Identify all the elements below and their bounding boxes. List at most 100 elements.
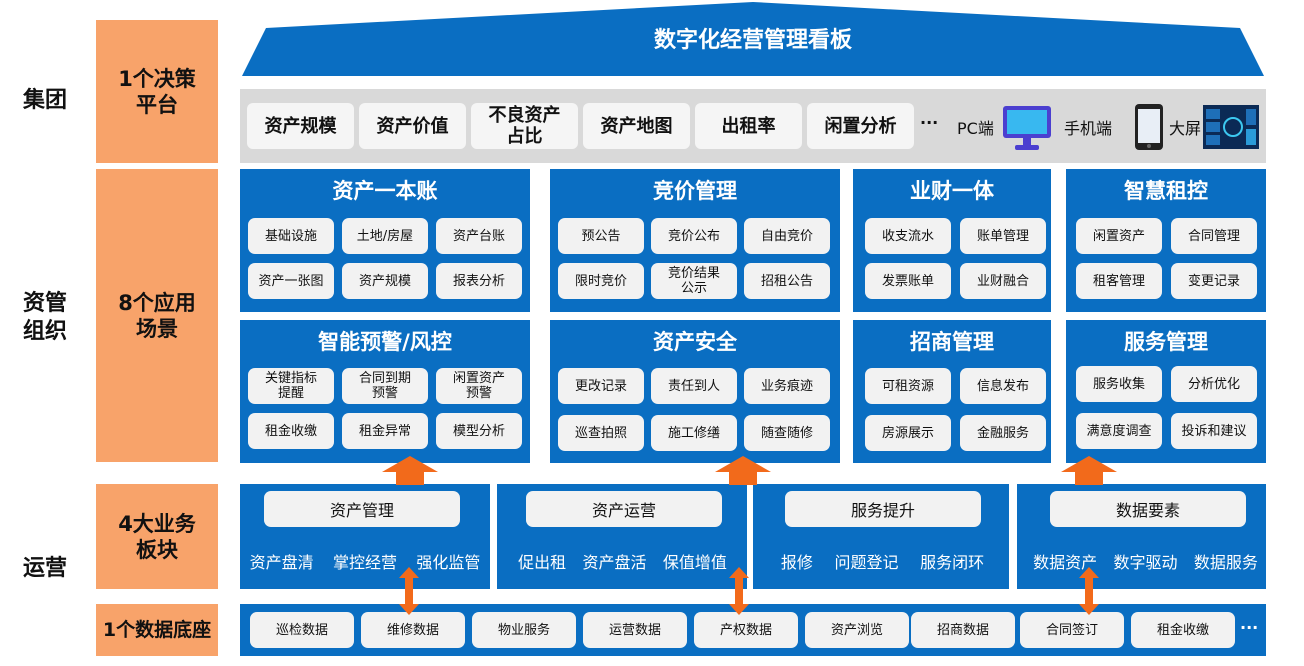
- scene-item[interactable]: 资产规模: [342, 263, 428, 299]
- dashboard-item[interactable]: 资产规模: [247, 103, 354, 149]
- scene-item[interactable]: 自由竞价: [744, 218, 830, 254]
- business-item: 资产盘活: [582, 553, 647, 572]
- business-title[interactable]: 数据要素: [1050, 491, 1246, 527]
- page-title: 数字化经营管理看板: [653, 28, 852, 53]
- scene-item[interactable]: 闲置资产 预警: [436, 368, 522, 404]
- phone-icon: [1135, 104, 1163, 150]
- scene-item[interactable]: 租金收缴: [248, 413, 334, 449]
- business-item: 问题登记: [834, 553, 899, 572]
- up-arrow-icon: [382, 456, 438, 485]
- scene-title: 智慧租控: [1124, 179, 1208, 203]
- scene-item[interactable]: 发票账单: [865, 263, 951, 299]
- business-item: 强化监管: [416, 553, 481, 572]
- side-data-base: 1个数据底座: [96, 604, 218, 656]
- business-items: 资产盘清 掌控经营 强化监管: [240, 549, 490, 573]
- business-items: 报修 问题登记 服务闭环: [770, 549, 995, 573]
- level-label-asset-org: 资管 组织: [22, 291, 67, 344]
- business-title[interactable]: 资产运营: [526, 491, 722, 527]
- double-arrow-icon: [1079, 567, 1099, 615]
- side-decision-platform: 1个决策 平台: [96, 20, 218, 163]
- scene-item[interactable]: 投诉和建议: [1171, 413, 1257, 449]
- monitor-icon: [1003, 106, 1051, 150]
- scene-item[interactable]: 关键指标 提醒: [248, 368, 334, 404]
- scene-item[interactable]: 合同管理: [1171, 218, 1257, 254]
- scene-item[interactable]: 收支流水: [865, 218, 951, 254]
- scene-item[interactable]: 租客管理: [1076, 263, 1162, 299]
- up-arrow-icon: [1061, 456, 1117, 485]
- scene-item[interactable]: 随查随修: [744, 415, 830, 451]
- scene-title: 服务管理: [1124, 330, 1208, 354]
- side-application-scenes: 8个应用 场景: [96, 169, 218, 462]
- data-item[interactable]: 巡检数据: [250, 612, 354, 648]
- mobile-label: 手机端: [1064, 119, 1113, 138]
- business-item: 数据资产: [1033, 553, 1098, 572]
- scene-item[interactable]: 报表分析: [436, 263, 522, 299]
- business-item: 资产盘清: [249, 553, 314, 572]
- data-item[interactable]: 物业服务: [472, 612, 576, 648]
- scene-item[interactable]: 资产一张图: [248, 263, 334, 299]
- header-roof: [242, 2, 1264, 76]
- scene-item[interactable]: 招租公告: [744, 263, 830, 299]
- scene-item[interactable]: 租金异常: [342, 413, 428, 449]
- scene-item[interactable]: 限时竞价: [558, 263, 644, 299]
- scene-item[interactable]: 更改记录: [558, 368, 644, 404]
- dashboard-ellipsis: ···: [920, 113, 939, 132]
- data-item[interactable]: 运营数据: [583, 612, 687, 648]
- scene-item[interactable]: 闲置资产: [1076, 218, 1162, 254]
- data-item[interactable]: 租金收缴: [1131, 612, 1235, 648]
- data-item[interactable]: 产权数据: [694, 612, 798, 648]
- data-item[interactable]: 资产浏览: [805, 612, 909, 648]
- roof-shape: [242, 2, 1264, 76]
- business-item: 数据服务: [1193, 553, 1258, 572]
- scene-item[interactable]: 责任到人: [651, 368, 737, 404]
- dashboard-item[interactable]: 资产价值: [359, 103, 466, 149]
- scene-item[interactable]: 基础设施: [248, 218, 334, 254]
- scene-title: 竞价管理: [653, 179, 737, 203]
- bigscreen-dashboard-icon: [1203, 105, 1259, 149]
- scene-title: 资产安全: [653, 330, 737, 354]
- business-title[interactable]: 服务提升: [785, 491, 981, 527]
- scene-item[interactable]: 竞价结果 公示: [651, 263, 737, 299]
- business-item: 服务闭环: [920, 553, 985, 572]
- scene-item[interactable]: 房源展示: [865, 415, 951, 451]
- scene-item[interactable]: 可租资源: [865, 368, 951, 404]
- business-title[interactable]: 资产管理: [264, 491, 460, 527]
- scene-item[interactable]: 业财融合: [960, 263, 1046, 299]
- scene-item[interactable]: 分析优化: [1171, 366, 1257, 402]
- scene-item[interactable]: 业务痕迹: [744, 368, 830, 404]
- scene-item[interactable]: 资产台账: [436, 218, 522, 254]
- bigscreen-label: 大屏: [1169, 119, 1202, 138]
- dashboard-item[interactable]: 闲置分析: [807, 103, 914, 149]
- business-item: 保值增值: [662, 553, 727, 572]
- scene-item[interactable]: 竞价公布: [651, 218, 737, 254]
- data-item[interactable]: 维修数据: [361, 612, 465, 648]
- business-item: 促出租: [518, 553, 567, 572]
- scene-title: 智能预警/风控: [318, 330, 452, 354]
- scene-item[interactable]: 巡查拍照: [558, 415, 644, 451]
- scene-item[interactable]: 合同到期 预警: [342, 368, 428, 404]
- scene-item[interactable]: 模型分析: [436, 413, 522, 449]
- pc-label: PC端: [957, 119, 994, 138]
- scene-item[interactable]: 信息发布: [960, 368, 1046, 404]
- scene-title: 业财一体: [910, 179, 994, 203]
- scene-item[interactable]: 金融服务: [960, 415, 1046, 451]
- business-item: 报修: [780, 553, 813, 572]
- side-business-segments: 4大业务 板块: [96, 484, 218, 589]
- scene-title: 招商管理: [910, 330, 994, 354]
- up-arrow-icon: [715, 456, 771, 485]
- scene-item[interactable]: 服务收集: [1076, 366, 1162, 402]
- scene-item[interactable]: 土地/房屋: [342, 218, 428, 254]
- dashboard-item[interactable]: 不良资产 占比: [471, 103, 578, 149]
- dashboard-item[interactable]: 资产地图: [583, 103, 690, 149]
- scene-item[interactable]: 施工修缮: [651, 415, 737, 451]
- level-label-operation: 运营: [22, 556, 67, 581]
- data-item[interactable]: 合同签订: [1020, 612, 1124, 648]
- scene-item[interactable]: 变更记录: [1171, 263, 1257, 299]
- scene-item[interactable]: 满意度调查: [1076, 413, 1162, 449]
- dashboard-item[interactable]: 出租率: [695, 103, 802, 149]
- double-arrow-icon: [729, 567, 749, 615]
- scene-item[interactable]: 账单管理: [960, 218, 1046, 254]
- data-item[interactable]: 招商数据: [911, 612, 1015, 648]
- scene-item[interactable]: 预公告: [558, 218, 644, 254]
- data-ellipsis: ···: [1240, 618, 1259, 637]
